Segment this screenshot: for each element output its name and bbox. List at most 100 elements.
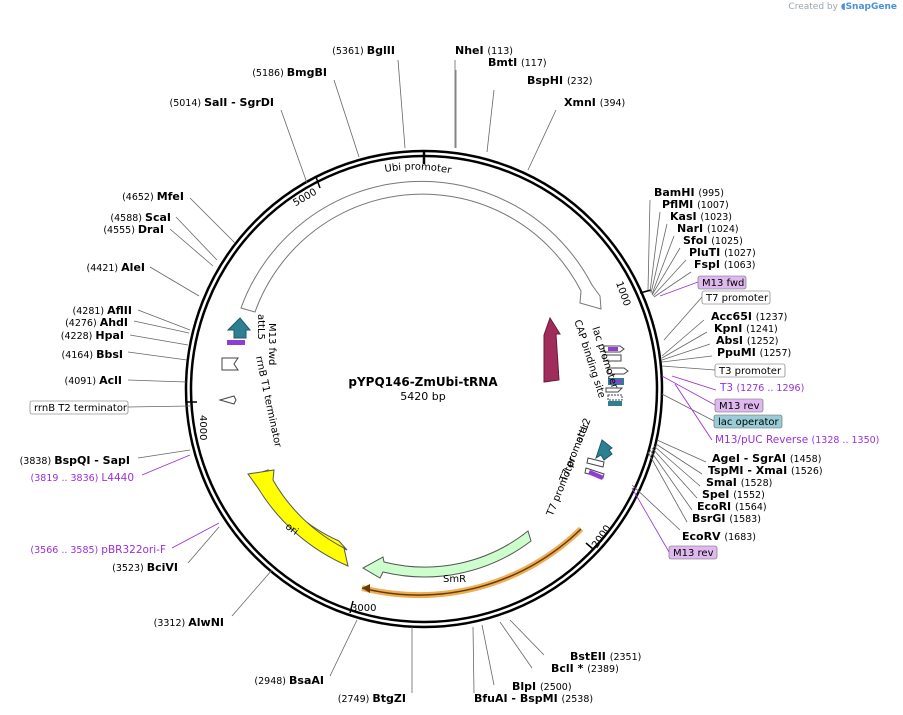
attl2-feature[interactable] bbox=[595, 439, 613, 461]
enzyme-site-label[interactable]: PpuMI (1257) bbox=[717, 346, 791, 359]
enzyme-leader-line bbox=[651, 447, 698, 499]
enzyme-site-label[interactable]: SpeI (1552) bbox=[702, 488, 765, 501]
enzyme-leader-line bbox=[631, 484, 681, 531]
enzyme-site-label[interactable]: SmaI (1528) bbox=[706, 476, 772, 489]
enzyme-site-label[interactable]: (3523) BciVI bbox=[112, 561, 178, 574]
enzyme-leader-line bbox=[280, 109, 308, 184]
enzyme-site-label[interactable]: (4555) DraI bbox=[103, 223, 164, 236]
enzyme-leader-line bbox=[655, 443, 703, 475]
enzyme-leader-line bbox=[661, 331, 708, 359]
enzyme-leader-line bbox=[650, 223, 668, 294]
primer-label[interactable]: (3819 .. 3836) L4440 bbox=[31, 472, 134, 484]
m13-rev-primer-mark bbox=[588, 470, 604, 480]
enzyme-site-label[interactable]: BfuAI - BspMI (2538) bbox=[474, 692, 593, 705]
enzyme-site-label[interactable]: BmtI (117) bbox=[488, 56, 547, 69]
plasmid-name: pYPQ146-ZmUbi-tRNA bbox=[348, 375, 498, 389]
enzyme-site-label[interactable]: (5186) BmgBI bbox=[252, 66, 327, 79]
enzyme-site-label[interactable]: (3312) AlwNI bbox=[154, 616, 224, 629]
enzyme-site-label[interactable]: FspI (1063) bbox=[694, 258, 755, 271]
smr-label: SmR bbox=[443, 574, 466, 585]
m13-fwd-primer-mark bbox=[227, 340, 245, 345]
enzyme-site-label[interactable]: (4588) ScaI bbox=[110, 211, 171, 224]
primer-leader-line bbox=[674, 383, 713, 441]
enzyme-site-label[interactable]: TspMI - XmaI (1526) bbox=[708, 464, 823, 477]
enzyme-site-label[interactable]: (4228) HpaI bbox=[61, 329, 124, 342]
enzyme-site-label[interactable]: KpnI (1241) bbox=[714, 322, 778, 335]
primer-label[interactable]: T3 (1276 .. 1296) bbox=[719, 382, 804, 394]
enzyme-site-label[interactable]: SfoI (1025) bbox=[683, 234, 743, 247]
enzyme-site-label[interactable]: BsrGI (1583) bbox=[692, 512, 761, 525]
enzyme-leader-line bbox=[231, 569, 273, 617]
feature-box[interactable] bbox=[697, 275, 747, 290]
enzyme-leader-line bbox=[499, 621, 533, 669]
m13-fwd-feature-label: M13 fwd bbox=[266, 323, 277, 365]
enzyme-site-label[interactable]: (5361) BglII bbox=[332, 44, 395, 57]
primer-leader-line bbox=[171, 522, 220, 549]
attl5-label: attL5 bbox=[255, 314, 266, 340]
enzyme-leader-line bbox=[651, 235, 675, 295]
enzyme-site-label[interactable]: (4652) MfeI bbox=[122, 190, 184, 203]
enzyme-site-label[interactable]: BamHI (995) bbox=[654, 186, 724, 199]
enzyme-site-label[interactable]: (4276) AhdI bbox=[65, 316, 128, 329]
enzyme-site-label[interactable]: (4091) AclI bbox=[64, 374, 122, 387]
enzyme-site-label[interactable]: (4421) AleI bbox=[87, 261, 145, 274]
enzyme-leader-line bbox=[397, 59, 406, 149]
enzyme-site-label[interactable]: KasI (1023) bbox=[670, 210, 732, 223]
attl5-feature[interactable] bbox=[226, 317, 252, 339]
enzyme-leader-line bbox=[127, 351, 188, 361]
enzyme-site-label[interactable]: AgeI - SgrAI (1458) bbox=[712, 452, 821, 465]
enzyme-site-label[interactable]: EcoRV (1683) bbox=[682, 530, 756, 543]
enzyme-site-label[interactable]: BclI * (2389) bbox=[551, 662, 619, 675]
feature-box[interactable] bbox=[668, 545, 718, 560]
t7-promoter-a-feature bbox=[586, 457, 605, 468]
enzyme-leader-line bbox=[133, 320, 190, 334]
enzyme-leader-line bbox=[661, 343, 711, 361]
enzyme-site-label[interactable]: AbsI (1252) bbox=[716, 334, 778, 347]
enzyme-site-label[interactable]: XmnI (394) bbox=[564, 96, 625, 109]
enzyme-site-label[interactable]: NheI (113) bbox=[455, 44, 513, 57]
tick-label: 1000 bbox=[613, 280, 632, 308]
feature-box[interactable] bbox=[714, 363, 786, 378]
enzyme-site-label[interactable]: EcoRI (1564) bbox=[697, 500, 767, 513]
feature-box[interactable] bbox=[714, 398, 764, 413]
enzyme-site-label[interactable]: (2948) BsaAI bbox=[254, 674, 324, 687]
enzyme-leader-line bbox=[661, 355, 713, 363]
enzyme-leader-lines bbox=[127, 59, 713, 694]
enzyme-leader-line bbox=[649, 449, 693, 511]
enzyme-site-label[interactable]: (5014) SalI - SgrDI bbox=[170, 96, 275, 109]
enzyme-site-label[interactable]: PluTI (1027) bbox=[689, 246, 756, 259]
enzyme-leader-line bbox=[647, 199, 651, 291]
enzyme-site-label[interactable]: (4164) BbsI bbox=[61, 348, 123, 361]
feature-box-label: lac operator bbox=[718, 417, 779, 428]
primer-label[interactable]: (3566 .. 3585) pBR322ori-F bbox=[30, 544, 166, 556]
lacz-alpha-feature[interactable] bbox=[543, 316, 561, 383]
enzyme-leader-line bbox=[647, 451, 688, 523]
feature-box-label: M13 rev bbox=[719, 401, 760, 412]
enzyme-site-label[interactable]: PflMI (1007) bbox=[662, 198, 729, 211]
enzyme-labels: NheI (113)BmtI (117) BspHI (232) XmnI (394… bbox=[20, 44, 823, 705]
smr-feature[interactable] bbox=[361, 530, 532, 579]
primer-label[interactable]: M13/pUC Reverse (1328 .. 1350) bbox=[715, 434, 879, 446]
enzyme-site-label[interactable]: BstEII (2351) bbox=[570, 650, 641, 663]
enzyme-leader-line bbox=[149, 266, 200, 297]
enzyme-site-label[interactable]: NarI (1024) bbox=[677, 222, 739, 235]
enzyme-site-label[interactable]: (4281) AflII bbox=[73, 304, 132, 317]
enzyme-site-label[interactable]: (2749) BtgZI bbox=[338, 692, 406, 705]
enzyme-site-label[interactable]: (3838) BspQI - SapI bbox=[20, 454, 130, 467]
enzyme-site-label[interactable]: BspHI (232) bbox=[527, 74, 592, 87]
enzyme-site-label[interactable]: Acc65I (1237) bbox=[711, 310, 787, 323]
feature-box[interactable] bbox=[29, 400, 129, 415]
enzyme-leader-line bbox=[137, 449, 191, 459]
ubi-promoter-feature[interactable] bbox=[240, 180, 602, 313]
feature-leader-line bbox=[663, 296, 703, 341]
credit-prefix: Created by bbox=[788, 2, 838, 12]
enzyme-site-label[interactable]: BlpI (2500) bbox=[512, 680, 572, 693]
t7-promoter-label-b: T7 promoter bbox=[545, 455, 579, 518]
enzyme-leader-line bbox=[653, 271, 692, 298]
enzyme-leader-line bbox=[527, 109, 557, 171]
enzyme-leader-line bbox=[656, 439, 707, 463]
snapgene-credit: Created by ◖SnapGene bbox=[788, 2, 897, 12]
feature-box[interactable] bbox=[701, 290, 771, 305]
snapgene-logo-icon: ◖ bbox=[840, 2, 846, 12]
feature-box[interactable] bbox=[713, 414, 783, 429]
